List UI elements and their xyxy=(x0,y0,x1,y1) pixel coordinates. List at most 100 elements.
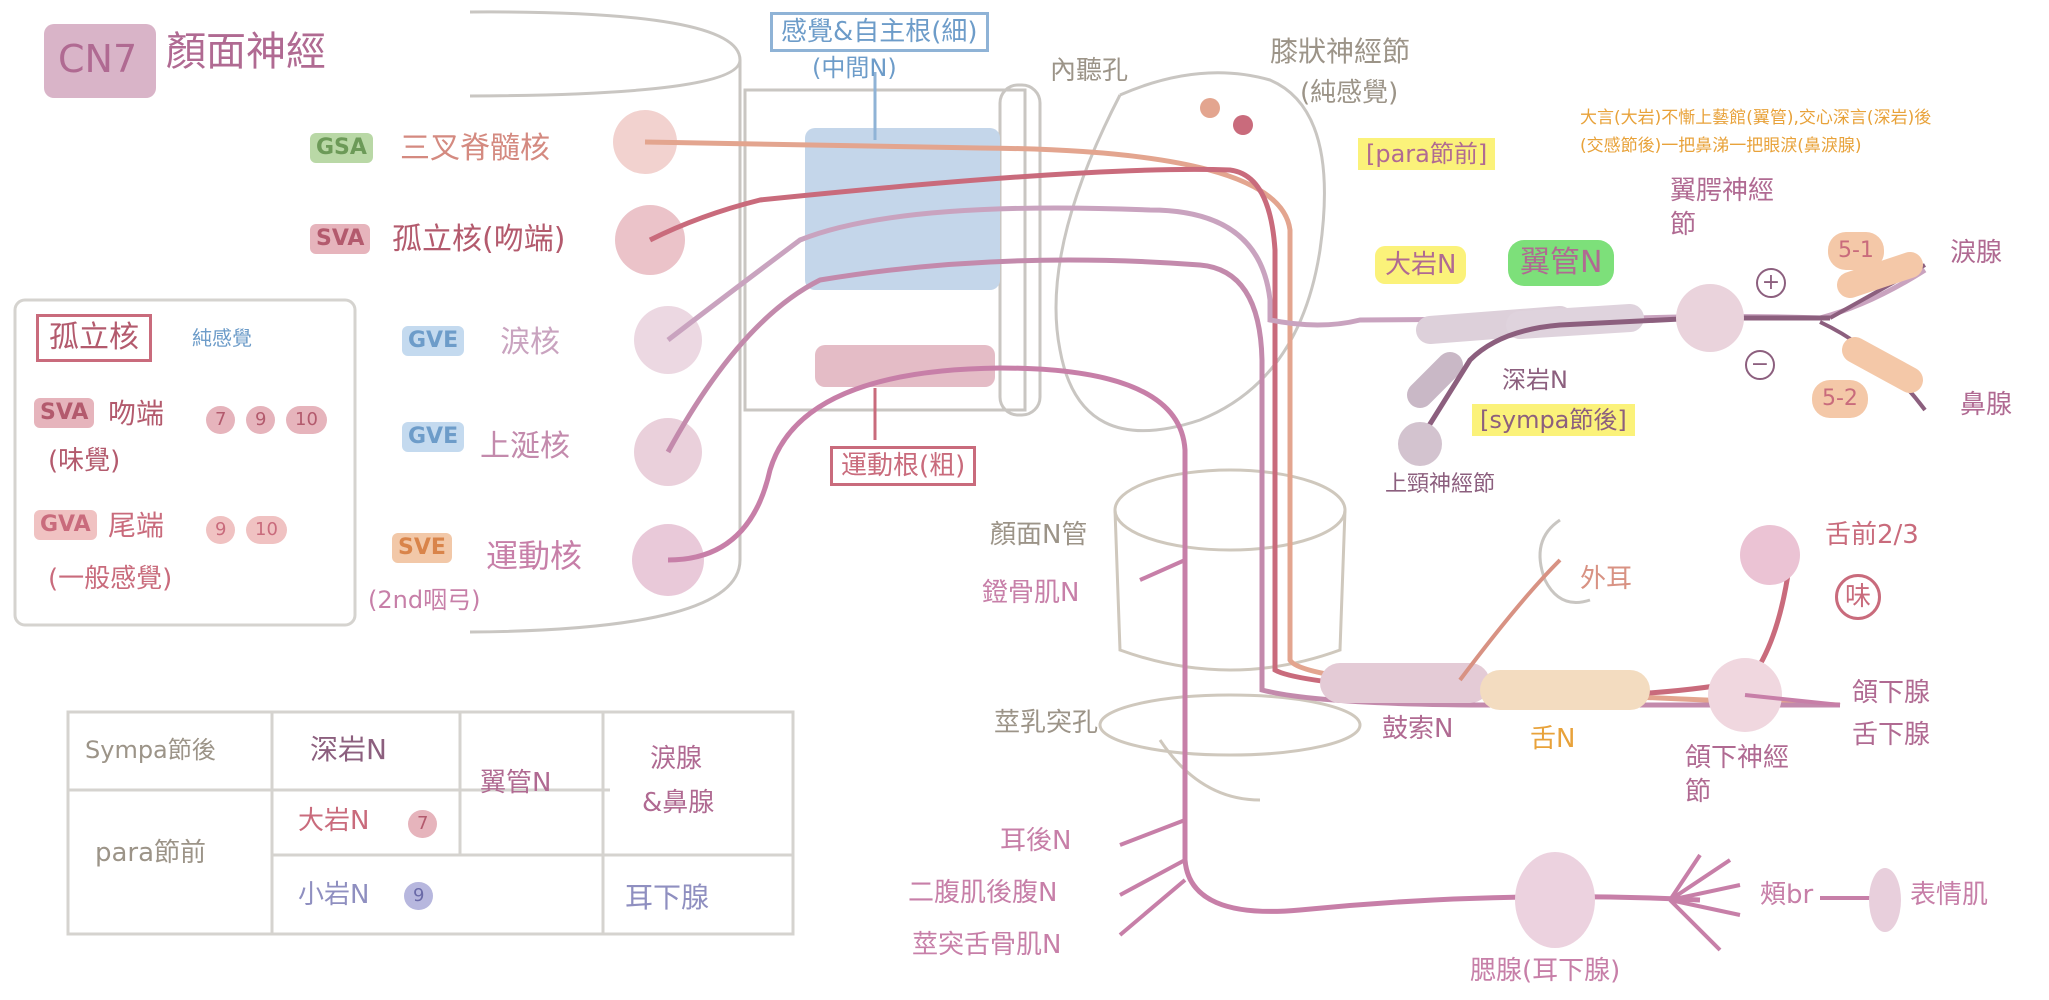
superior-cervical-label: 上頸神經節 xyxy=(1385,472,1496,497)
minus-sign: − xyxy=(1745,350,1775,380)
legend-row1-num-2: 9 xyxy=(246,406,276,434)
submandibular-ganglion-label: 頜下神經節 xyxy=(1685,743,1790,807)
nucleus-gsa-label: 三叉脊髓核 xyxy=(400,131,550,166)
table-num-9: 9 xyxy=(404,882,434,910)
label-5-1: 5-1 xyxy=(1828,232,1884,270)
geniculate-label: 膝狀神經節 xyxy=(1270,35,1411,68)
stapedius-line xyxy=(1139,558,1186,582)
chorda-tympani-label: 鼓索N xyxy=(1382,714,1454,744)
mnemonic-line-2: (交感節後)一把鼻涕一把眼淚(鼻淚腺) xyxy=(1580,136,1862,156)
submandibular-gland-label: 頜下腺 xyxy=(1852,678,1931,708)
facial-canal-label: 顏面N管 xyxy=(990,520,1088,550)
pterygopalatine-circle xyxy=(1676,284,1744,352)
internal-meatus-outline xyxy=(998,83,1042,417)
vidian-band xyxy=(1506,304,1644,339)
motor-root-block xyxy=(815,345,995,387)
table-target-lacrimal: 淚腺 xyxy=(650,744,703,774)
nucleus-sva-label: 孤立核(吻端) xyxy=(392,222,566,257)
table-grid xyxy=(66,710,795,936)
legend-title: 孤立核 xyxy=(36,314,152,362)
stapedius-label: 鐙骨肌N xyxy=(982,578,1080,608)
facial-branches xyxy=(1668,853,1741,952)
table-lesser-petrosal: 小岩N xyxy=(298,880,370,910)
geniculate-dot-2 xyxy=(1233,115,1253,135)
legend-row1-label: 吻端 xyxy=(108,397,165,430)
legend-row2-sub: (一般感覺) xyxy=(48,564,173,594)
muscle-circle xyxy=(1869,868,1901,932)
band-5-2 xyxy=(1842,337,1923,393)
geniculate-dot-1 xyxy=(1200,98,1220,118)
nucleus-gve-label-2: 上涎核 xyxy=(480,429,570,464)
vidian-label: 翼管N xyxy=(1508,240,1615,286)
table-greater-petrosal: 大岩N xyxy=(298,806,370,836)
buccal-label: 頰br xyxy=(1760,880,1814,910)
nucleus-gsa-tag: GSA xyxy=(310,133,373,163)
nasal-gland-label: 鼻腺 xyxy=(1960,390,2013,420)
motor-nerve-line xyxy=(667,365,1701,914)
geniculate-sub: (純感覺) xyxy=(1300,78,1399,108)
table-target-nasal: &鼻腺 xyxy=(642,788,715,818)
stylohyoid-label: 莖突舌骨肌N xyxy=(912,930,1062,960)
post-auricular-label: 耳後N xyxy=(1000,826,1072,856)
legend-row2-num-2: 10 xyxy=(246,516,287,544)
table-parotid: 耳下腺 xyxy=(625,881,710,914)
gland-arrow xyxy=(1744,693,1841,707)
lingual-label: 舌N xyxy=(1530,724,1576,754)
table-num-7: 7 xyxy=(408,810,438,838)
external-ear-line xyxy=(1458,558,1562,682)
digastric-line xyxy=(1119,858,1186,897)
table-para-label: para節前 xyxy=(95,838,207,868)
table-vidian: 翼管N xyxy=(480,768,552,798)
parotid-circle xyxy=(1515,852,1595,948)
tongue-circle xyxy=(1740,525,1800,585)
nucleus-sve-label: 運動核 xyxy=(486,537,583,575)
legend-row2-tag: GVA xyxy=(34,510,97,540)
taste-label: 味 xyxy=(1835,574,1881,620)
nucleus-gve-label-1: 淚核 xyxy=(500,325,560,360)
brainstem-outline xyxy=(469,10,742,634)
pterygopalatine-label: 翼腭神經節 xyxy=(1670,176,1775,240)
canal-base xyxy=(1158,739,1261,802)
greater-petrosal-label: 大岩N xyxy=(1375,246,1467,284)
stylomastoid-outline xyxy=(1098,693,1362,757)
title-code-badge xyxy=(44,24,156,98)
parotid-label: 腮腺(耳下腺) xyxy=(1470,956,1621,986)
title-code: CN7 xyxy=(58,37,138,81)
deep-petrosal-band xyxy=(1407,352,1463,408)
superior-cervical-circle xyxy=(1398,422,1442,466)
plus-sign: + xyxy=(1756,268,1786,298)
internal-canal-box xyxy=(743,88,1027,412)
facial-canal-body xyxy=(1113,509,1347,672)
legend-box-outline xyxy=(13,298,357,627)
nucleus-gve-tag-1: GVE xyxy=(402,326,465,356)
nucleus-gve-tag-2: GVE xyxy=(402,422,465,452)
sublingual-gland-label: 舌下腺 xyxy=(1852,720,1931,750)
post-auricular-line xyxy=(1119,818,1186,847)
table-deep-petrosal: 深岩N xyxy=(310,733,387,766)
legend-row2-num-1: 9 xyxy=(206,516,236,544)
lacrimal-gland-label: 淚腺 xyxy=(1950,238,2003,268)
label-5-2: 5-2 xyxy=(1812,380,1868,418)
facial-canal-top xyxy=(1113,468,1347,552)
legend-row1-tag: SVA xyxy=(34,398,95,428)
stylohyoid-line xyxy=(1118,878,1187,937)
sensory-root-sub: (中間N) xyxy=(812,54,897,82)
motor-root-label: 運動根(粗) xyxy=(830,446,977,486)
sensory-root-block xyxy=(805,128,1000,290)
deep-petrosal-label: 深岩N xyxy=(1502,366,1568,394)
legend-row1-sub: (味覺) xyxy=(48,446,121,476)
facial-expression-label: 表情肌 xyxy=(1910,880,1989,910)
mnemonic-line-1: 大言(大岩)不慚上藝館(翼管),交心深言(深岩)後 xyxy=(1580,108,1932,128)
stylomastoid-label: 莖乳突孔 xyxy=(994,708,1099,738)
sve-note: (2nd咽弓) xyxy=(368,586,481,614)
nucleus-sva-tag: SVA xyxy=(310,224,371,254)
legend-row1-num-1: 7 xyxy=(206,406,236,434)
legend-row2-label: 尾端 xyxy=(108,509,165,542)
internal-meatus-label: 內聽孔 xyxy=(1050,56,1129,86)
title-name: 顏面神經 xyxy=(166,29,326,75)
band-5-1 xyxy=(1837,252,1923,298)
deep-petrosal-line xyxy=(1417,315,1830,442)
sensory-root-label: 感覺&自主根(細) xyxy=(770,12,989,52)
